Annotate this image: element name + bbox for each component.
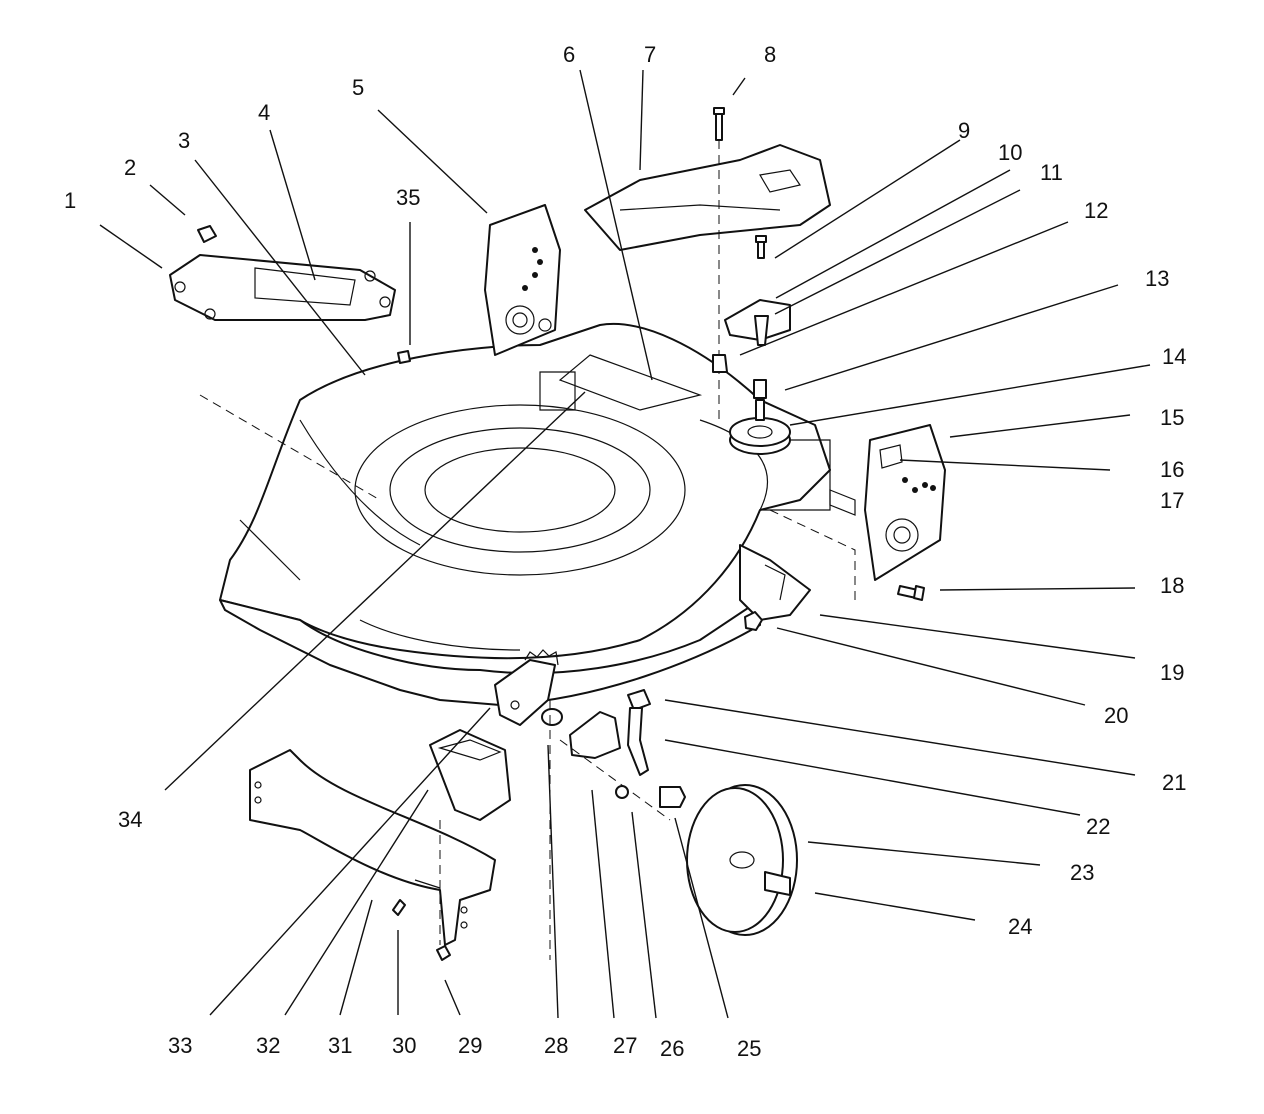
callout-6: 6 (563, 42, 575, 67)
callout-7: 7 (644, 42, 656, 67)
callout-29: 29 (458, 1033, 482, 1058)
mower-deck (219, 323, 831, 706)
callout-19: 19 (1160, 660, 1184, 685)
idler-pulley (729, 399, 791, 455)
rear-wheel (686, 784, 798, 936)
callout-17: 17 (1160, 488, 1184, 513)
callout-12: 12 (1084, 198, 1108, 223)
rear-skirt-panel (739, 509, 856, 621)
callout-21: 21 (1162, 770, 1186, 795)
callout-1: 1 (64, 188, 76, 213)
callout-2: 2 (124, 155, 136, 180)
callout-labels: 1 2 3 4 5 6 7 8 9 10 11 12 13 14 15 16 1… (64, 42, 1186, 1061)
pivot-plate (569, 711, 621, 759)
small-bolt (397, 350, 411, 364)
locknut (436, 945, 451, 961)
rear-baffle-plate (169, 254, 396, 321)
callout-9: 9 (958, 118, 970, 143)
belt-guide-bracket (712, 235, 791, 399)
callout-25: 25 (737, 1036, 761, 1061)
callout-20: 20 (1104, 703, 1128, 728)
small-washer (615, 785, 629, 799)
callout-13: 13 (1145, 266, 1169, 291)
clip-nut (197, 225, 217, 243)
spacer-washer (541, 708, 563, 726)
screw (392, 899, 406, 916)
callout-26: 26 (660, 1036, 684, 1061)
callout-10: 10 (998, 140, 1022, 165)
shoulder-bolt (659, 786, 686, 808)
callout-23: 23 (1070, 860, 1094, 885)
callout-3: 3 (178, 128, 190, 153)
callout-27: 27 (613, 1033, 637, 1058)
assembly-line (199, 394, 381, 501)
assembly-line (559, 739, 671, 821)
callout-18: 18 (1160, 573, 1184, 598)
top-bolt (713, 107, 725, 141)
callout-30: 30 (392, 1033, 416, 1058)
callout-28: 28 (544, 1033, 568, 1058)
callout-16: 16 (1160, 457, 1184, 482)
callout-24: 24 (1008, 914, 1032, 939)
callout-33: 33 (168, 1033, 192, 1058)
callout-5: 5 (352, 75, 364, 100)
callout-22: 22 (1086, 814, 1110, 839)
rear-cover (584, 144, 831, 251)
callout-15: 15 (1160, 405, 1184, 430)
callout-4: 4 (258, 100, 270, 125)
hex-nut (744, 611, 763, 631)
callout-32: 32 (256, 1033, 280, 1058)
callout-8: 8 (764, 42, 776, 67)
callout-11: 11 (1040, 160, 1063, 185)
front-skirt (249, 749, 496, 946)
height-adjust-sector (494, 649, 559, 726)
bracket-bolt-head (913, 585, 925, 601)
discharge-deflector (429, 729, 511, 821)
callout-31: 31 (328, 1033, 352, 1058)
callout-14: 14 (1162, 344, 1186, 369)
height-lever (627, 689, 651, 776)
left-height-bracket (484, 204, 561, 356)
leader-lines (99, 69, 1151, 1019)
right-height-bracket (829, 424, 946, 581)
callout-35: 35 (396, 185, 420, 210)
callout-34: 34 (118, 807, 142, 832)
